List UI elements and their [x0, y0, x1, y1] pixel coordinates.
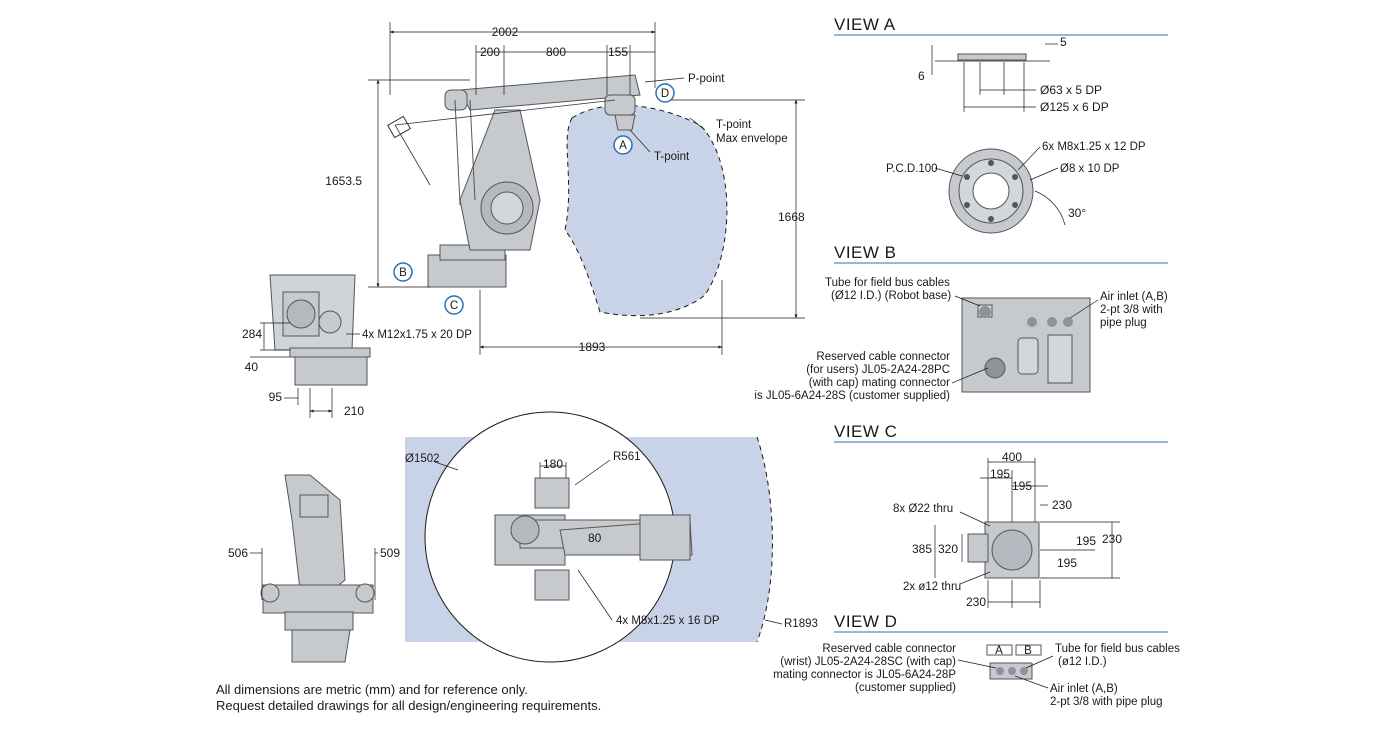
front-view: 506 509	[228, 474, 400, 663]
view-a-d63: Ø63 x 5 DP	[1040, 83, 1102, 97]
label-d1502: Ø1502	[405, 453, 440, 465]
dim-180: 180	[543, 457, 563, 471]
top-view: 180 R561 80 Ø1502 4x M8x1.25 x 16 DP R18…	[405, 411, 818, 663]
base-detail: 284 40 95 210 4x M12x1.75 x 20 DP	[242, 274, 472, 418]
label-max-envelope: Max envelope	[716, 133, 788, 145]
dim-height-right: 1668	[778, 210, 805, 224]
dim-200: 200	[480, 45, 500, 59]
dim-overall-width: 2002	[492, 25, 519, 39]
view-c-d230c: 230	[966, 595, 986, 609]
robot-side-body	[427, 74, 641, 288]
side-view: 2002 200 800 155 1653.5 1668 1893 P-poin…	[325, 22, 805, 355]
view-d-conn-4: (customer supplied)	[855, 682, 956, 694]
view-b-tube-2: (Ø12 I.D.) (Robot base)	[831, 290, 951, 302]
footnote: All dimensions are metric (mm) and for r…	[216, 682, 601, 714]
view-a-d8: Ø8 x 10 DP	[1060, 163, 1120, 175]
dim-509: 509	[380, 546, 400, 560]
view-b-air-1: Air inlet (A,B)	[1100, 291, 1168, 303]
view-c-d400: 400	[1002, 450, 1022, 464]
dim-95: 95	[269, 390, 283, 404]
dim-reach-bottom: 1893	[579, 340, 606, 354]
view-a-d5: 5	[1060, 35, 1067, 49]
view-d-tube-1: Tube for field bus cables	[1055, 643, 1180, 655]
dim-80: 80	[588, 531, 602, 545]
dim-800: 800	[546, 45, 566, 59]
label-top-bolts: 4x M8x1.25 x 16 DP	[616, 615, 720, 627]
view-d-conn-2: (wrist) JL05-2A24-28SC (with cap)	[780, 656, 956, 668]
dim-40: 40	[245, 360, 259, 374]
view-d-tube-2: (ø12 I.D.)	[1058, 656, 1107, 668]
dim-155: 155	[608, 45, 628, 59]
label-p-point: P-point	[688, 73, 725, 85]
view-d-air-2: 2-pt 3/8 with pipe plug	[1050, 696, 1163, 708]
label-base-bolts: 4x M12x1.75 x 20 DP	[362, 329, 472, 341]
dim-284: 284	[242, 327, 262, 341]
dim-506: 506	[228, 546, 248, 560]
view-c-d320: 320	[938, 542, 958, 556]
view-c-d385: 385	[912, 542, 932, 556]
view-c: VIEW C 400 195 195 230 8x Ø22 thru 385 3…	[834, 422, 1168, 609]
view-c-d195b: 195	[1012, 479, 1032, 493]
view-b: VIEW B Tube for field bus cables (Ø12 I.…	[754, 243, 1168, 402]
view-a-d125: Ø125 x 6 DP	[1040, 100, 1109, 114]
view-b-conn-3: (with cap) mating connector	[809, 377, 950, 389]
dim-height-left: 1653.5	[325, 174, 362, 188]
view-b-heading: VIEW B	[834, 243, 897, 262]
view-c-d230b: 230	[1102, 532, 1122, 546]
view-b-air-2: 2-pt 3/8 with	[1100, 304, 1163, 316]
view-d-conn-3: mating connector is JL05-6A24-28P	[773, 669, 956, 681]
view-a-heading: VIEW A	[834, 15, 896, 34]
callout-d-ring	[655, 83, 675, 103]
footnote-line-2: Request detailed drawings for all design…	[216, 698, 602, 713]
view-a-m8: 6x M8x1.25 x 12 DP	[1042, 141, 1146, 153]
view-b-conn-4: is JL05-6A24-28S (customer supplied)	[754, 390, 950, 402]
label-t-point: T-point	[654, 151, 690, 163]
view-c-d195d: 195	[1057, 556, 1077, 570]
view-d-box-b: B	[1024, 645, 1032, 657]
view-d-conn-1: Reserved cable connector	[822, 643, 956, 655]
view-c-holes2: 2x ø12 thru	[903, 581, 961, 593]
view-a: VIEW A 5 6 Ø63 x 5 DP Ø125 x 6 DP P.C.D.…	[834, 15, 1168, 234]
view-a-d6: 6	[918, 69, 925, 83]
callout-c-ring	[444, 295, 464, 315]
footnote-line-1: All dimensions are metric (mm) and for r…	[216, 682, 528, 697]
view-c-holes8: 8x Ø22 thru	[893, 503, 953, 515]
view-a-angle: 30°	[1068, 206, 1086, 220]
callout-c: C	[450, 300, 458, 312]
view-b-conn-2: (for users) JL05-2A24-28PC	[806, 364, 950, 376]
view-d-air-1: Air inlet (A,B)	[1050, 683, 1118, 695]
callout-a-ring	[613, 135, 633, 155]
label-t-point-envelope: T-point	[716, 119, 752, 131]
view-b-conn-1: Reserved cable connector	[816, 351, 950, 363]
label-r1893: R1893	[784, 618, 818, 630]
view-d-heading: VIEW D	[834, 612, 897, 631]
view-d-box-a: A	[995, 645, 1003, 657]
view-b-tube-1: Tube for field bus cables	[825, 277, 950, 289]
view-c-d195c: 195	[1076, 534, 1096, 548]
callout-d: D	[661, 88, 669, 100]
view-d: VIEW D A B Reserved cable connector (wri…	[773, 612, 1180, 708]
view-c-heading: VIEW C	[834, 422, 897, 441]
view-b-air-3: pipe plug	[1100, 317, 1147, 329]
callout-b: B	[399, 267, 407, 279]
view-c-d195a: 195	[990, 467, 1010, 481]
dim-210: 210	[344, 404, 364, 418]
view-c-d230a: 230	[1052, 498, 1072, 512]
view-a-pcd: P.C.D.100	[886, 163, 938, 175]
callout-a: A	[619, 140, 627, 152]
work-envelope-side	[564, 104, 728, 317]
label-r561: R561	[613, 451, 641, 463]
callout-b-ring	[393, 262, 413, 282]
